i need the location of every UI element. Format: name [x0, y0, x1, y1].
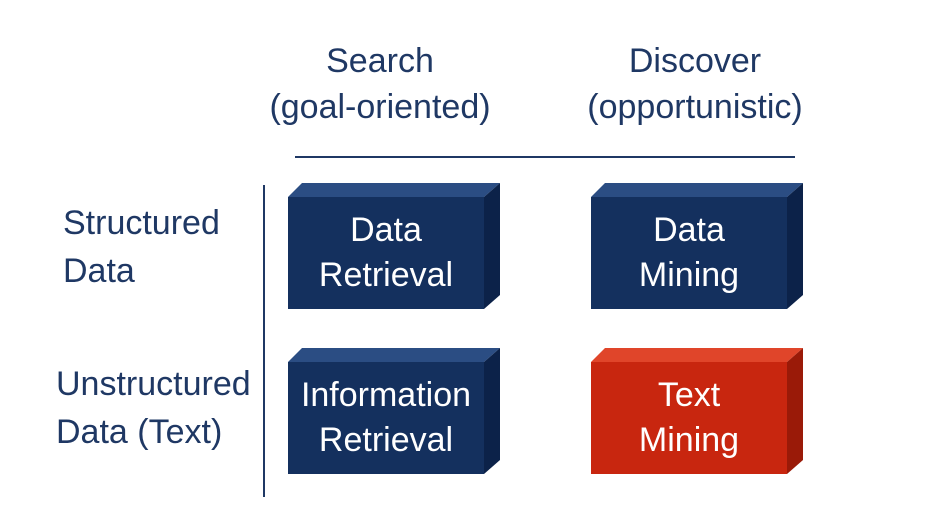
box-3d-shape — [591, 183, 803, 309]
cell-label-line: Mining — [638, 421, 740, 459]
box-3d-shape — [288, 348, 500, 474]
cell-label: Data Mining — [591, 197, 787, 309]
row-header-structured-data: Structured Data — [63, 199, 220, 295]
cell-label-line: Retrieval — [318, 256, 454, 294]
row-label-line: Structured — [63, 204, 220, 242]
cell-label: Data Retrieval — [288, 197, 484, 309]
row-label-line: Data — [63, 252, 135, 290]
column-header-discover: Discover (opportunistic) — [545, 38, 845, 130]
cell-label-line: Data — [653, 211, 725, 249]
column-title: Search — [326, 42, 434, 80]
cell-data-mining: Data Mining — [591, 183, 803, 309]
row-divider — [263, 185, 265, 497]
cell-data-retrieval: Data Retrieval — [288, 183, 500, 309]
row-label-line: Data (Text) — [56, 413, 223, 451]
row-header-unstructured-data: Unstructured Data (Text) — [56, 360, 251, 456]
column-subtitle: (opportunistic) — [587, 88, 803, 126]
cell-label: Text Mining — [591, 362, 787, 474]
cell-label-line: Information — [300, 376, 472, 414]
box-3d-shape — [591, 348, 803, 474]
cell-label-line: Mining — [638, 256, 740, 294]
cell-label-line: Data — [350, 211, 422, 249]
cell-label-line: Retrieval — [318, 421, 454, 459]
box-3d-shape — [288, 183, 500, 309]
cell-label-line: Text — [657, 376, 721, 414]
cell-information-retrieval: Information Retrieval — [288, 348, 500, 474]
column-subtitle: (goal-oriented) — [269, 88, 491, 126]
column-title: Discover — [628, 42, 762, 80]
cell-label: Information Retrieval — [288, 362, 484, 474]
column-header-search: Search (goal-oriented) — [230, 38, 530, 130]
cell-text-mining: Text Mining — [591, 348, 803, 474]
row-label-line: Unstructured — [56, 365, 251, 403]
header-divider — [295, 156, 795, 158]
